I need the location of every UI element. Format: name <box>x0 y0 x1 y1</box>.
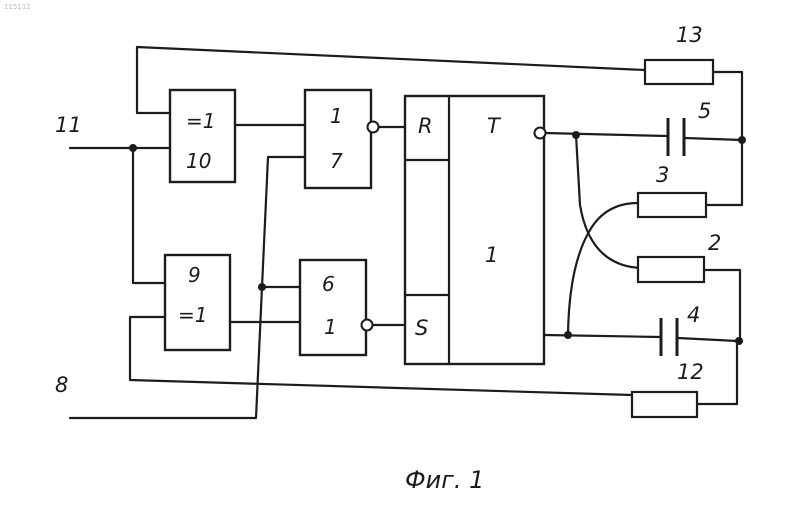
trigger-inverted-output <box>535 128 546 139</box>
xor-9-number: 9 <box>188 263 201 287</box>
junction-t-output <box>572 131 580 139</box>
wire-cross-a <box>576 135 640 268</box>
or-7-inverter-bubble <box>368 122 379 133</box>
resistor-12-label: 12 <box>677 360 704 384</box>
wire-or7-lower-input <box>262 157 305 287</box>
trigger-1: R T S 1 <box>405 96 546 364</box>
figure-caption: Фиг. 1 <box>405 466 484 494</box>
trigger-s-label: S <box>415 316 428 340</box>
xor-gate-10: =1 10 <box>170 90 235 182</box>
resistor-13-label: 13 <box>676 23 703 47</box>
trigger-r-label: R <box>418 114 433 138</box>
trigger-number: 1 <box>485 243 498 267</box>
or-6-inverter-bubble <box>362 320 373 331</box>
xor-10-number: 10 <box>186 149 211 173</box>
or-7-symbol: 1 <box>330 104 343 128</box>
wire-c5-to-rail <box>685 138 742 140</box>
wire-rail-upper <box>706 140 742 205</box>
terminal-8-label: 8 <box>55 373 68 397</box>
capacitor-5: 5 <box>668 99 711 156</box>
xor-10-symbol: =1 <box>186 109 215 133</box>
resistor-3-label: 3 <box>656 163 669 187</box>
or-7-number: 7 <box>330 149 343 173</box>
or-gate-7: 1 7 <box>305 90 379 188</box>
capacitor-5-label: 5 <box>698 99 711 123</box>
wire-out-to-c4 <box>545 335 660 337</box>
wire-c4-to-rail <box>678 338 737 341</box>
resistor-2-label: 2 <box>708 231 721 255</box>
wire-input-to-xor9 <box>133 150 165 283</box>
junction-input-8 <box>258 283 266 291</box>
xor-9-symbol: =1 <box>178 303 207 327</box>
junction-right-upper <box>738 136 746 144</box>
xor-gate-9: 9 =1 <box>165 255 230 350</box>
junction-lower-output <box>564 331 572 339</box>
capacitor-4-label: 4 <box>687 303 700 327</box>
wire-t-to-c5 <box>545 133 667 136</box>
wire-r2-rail <box>704 270 740 341</box>
resistor-12: 12 <box>632 360 704 417</box>
resistor-3: 3 <box>638 163 706 217</box>
trigger-t-label: T <box>487 114 502 138</box>
capacitor-4: 4 <box>661 303 700 356</box>
resistor-2: 2 <box>638 231 721 282</box>
corner-mark: 115112 <box>4 3 31 11</box>
terminal-11-label: 11 <box>55 113 82 137</box>
junction-input-11 <box>129 144 137 152</box>
resistor-13: 13 <box>645 23 713 84</box>
or-6-symbol: 1 <box>324 315 337 339</box>
wire-r13-rail <box>713 72 742 140</box>
wire-cross-b <box>568 203 638 335</box>
junction-right-lower <box>735 337 743 345</box>
or-gate-6: 6 1 <box>300 260 373 355</box>
or-6-number: 6 <box>322 272 335 296</box>
